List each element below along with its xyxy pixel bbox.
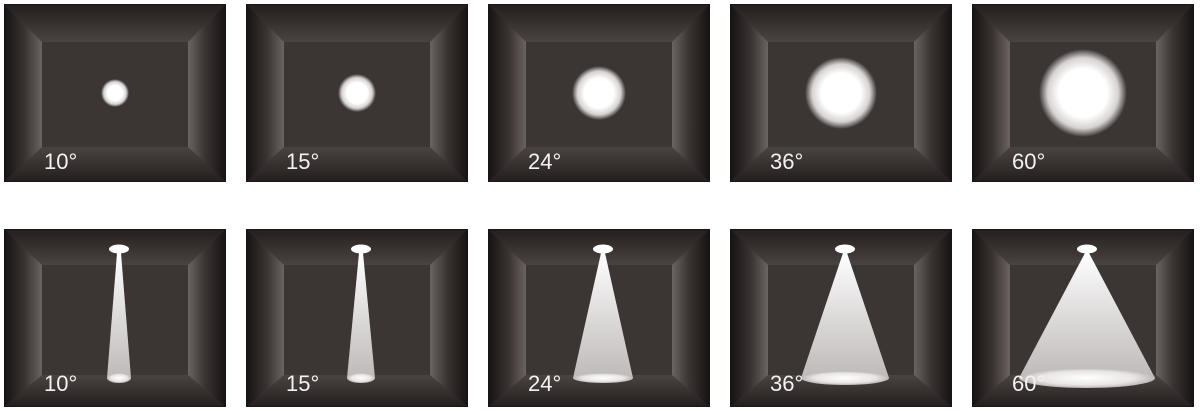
beam-panel-24: 24° (488, 229, 710, 407)
light-spot (101, 79, 129, 107)
spot-room: 36° (730, 4, 952, 182)
beam-room: 60° (972, 229, 1194, 407)
beam-angle-label: 24° (528, 371, 561, 396)
beam-panel-60: 60° (972, 229, 1194, 407)
ceiling-fixture-icon (351, 244, 371, 254)
light-spot (572, 66, 626, 120)
beam-angle-label: 24° (528, 149, 561, 174)
beam-room: 15° (246, 229, 468, 407)
beam-angle-label: 60° (1012, 149, 1045, 174)
ceiling-fixture-icon (109, 244, 129, 254)
beam-panel-36: 36° (730, 229, 952, 407)
light-spot (805, 57, 877, 129)
light-cone (801, 253, 889, 378)
beam-angle-label: 10° (44, 149, 77, 174)
floor-light-pool (573, 373, 633, 383)
beam-room: 36° (730, 229, 952, 407)
light-spot (338, 74, 376, 112)
beam-angle-label: 15° (286, 371, 319, 396)
floor-light-pool (801, 371, 889, 385)
spot-room: 60° (972, 4, 1194, 182)
beam-panel-15: 15° (246, 229, 468, 407)
beam-angle-label: 15° (286, 149, 319, 174)
beam-panel-10: 10° (4, 229, 226, 407)
spot-room: 24° (488, 4, 710, 182)
light-cone (347, 253, 375, 378)
beam-angle-label: 36° (770, 149, 803, 174)
beam-angle-label: 36° (770, 371, 803, 396)
spot-panel-36: 36° (730, 4, 952, 182)
beam-angle-label: 60° (1012, 371, 1045, 396)
beam-room: 24° (488, 229, 710, 407)
spot-room: 15° (246, 4, 468, 182)
ceiling-fixture-icon (593, 244, 613, 254)
ceiling-fixture-icon (1077, 244, 1097, 254)
floor-light-pool (1019, 368, 1155, 388)
light-cone (1019, 253, 1155, 378)
floor-light-pool (347, 373, 375, 383)
light-spot (1039, 49, 1127, 137)
light-cone (573, 253, 633, 378)
light-cone (107, 253, 131, 378)
spot-panel-15: 15° (246, 4, 468, 182)
spot-room: 10° (4, 4, 226, 182)
beam-room: 10° (4, 229, 226, 407)
floor-light-pool (107, 373, 131, 383)
spot-panel-24: 24° (488, 4, 710, 182)
spot-panel-60: 60° (972, 4, 1194, 182)
ceiling-fixture-icon (835, 244, 855, 254)
beam-angle-label: 10° (44, 371, 77, 396)
spot-panel-10: 10° (4, 4, 226, 182)
